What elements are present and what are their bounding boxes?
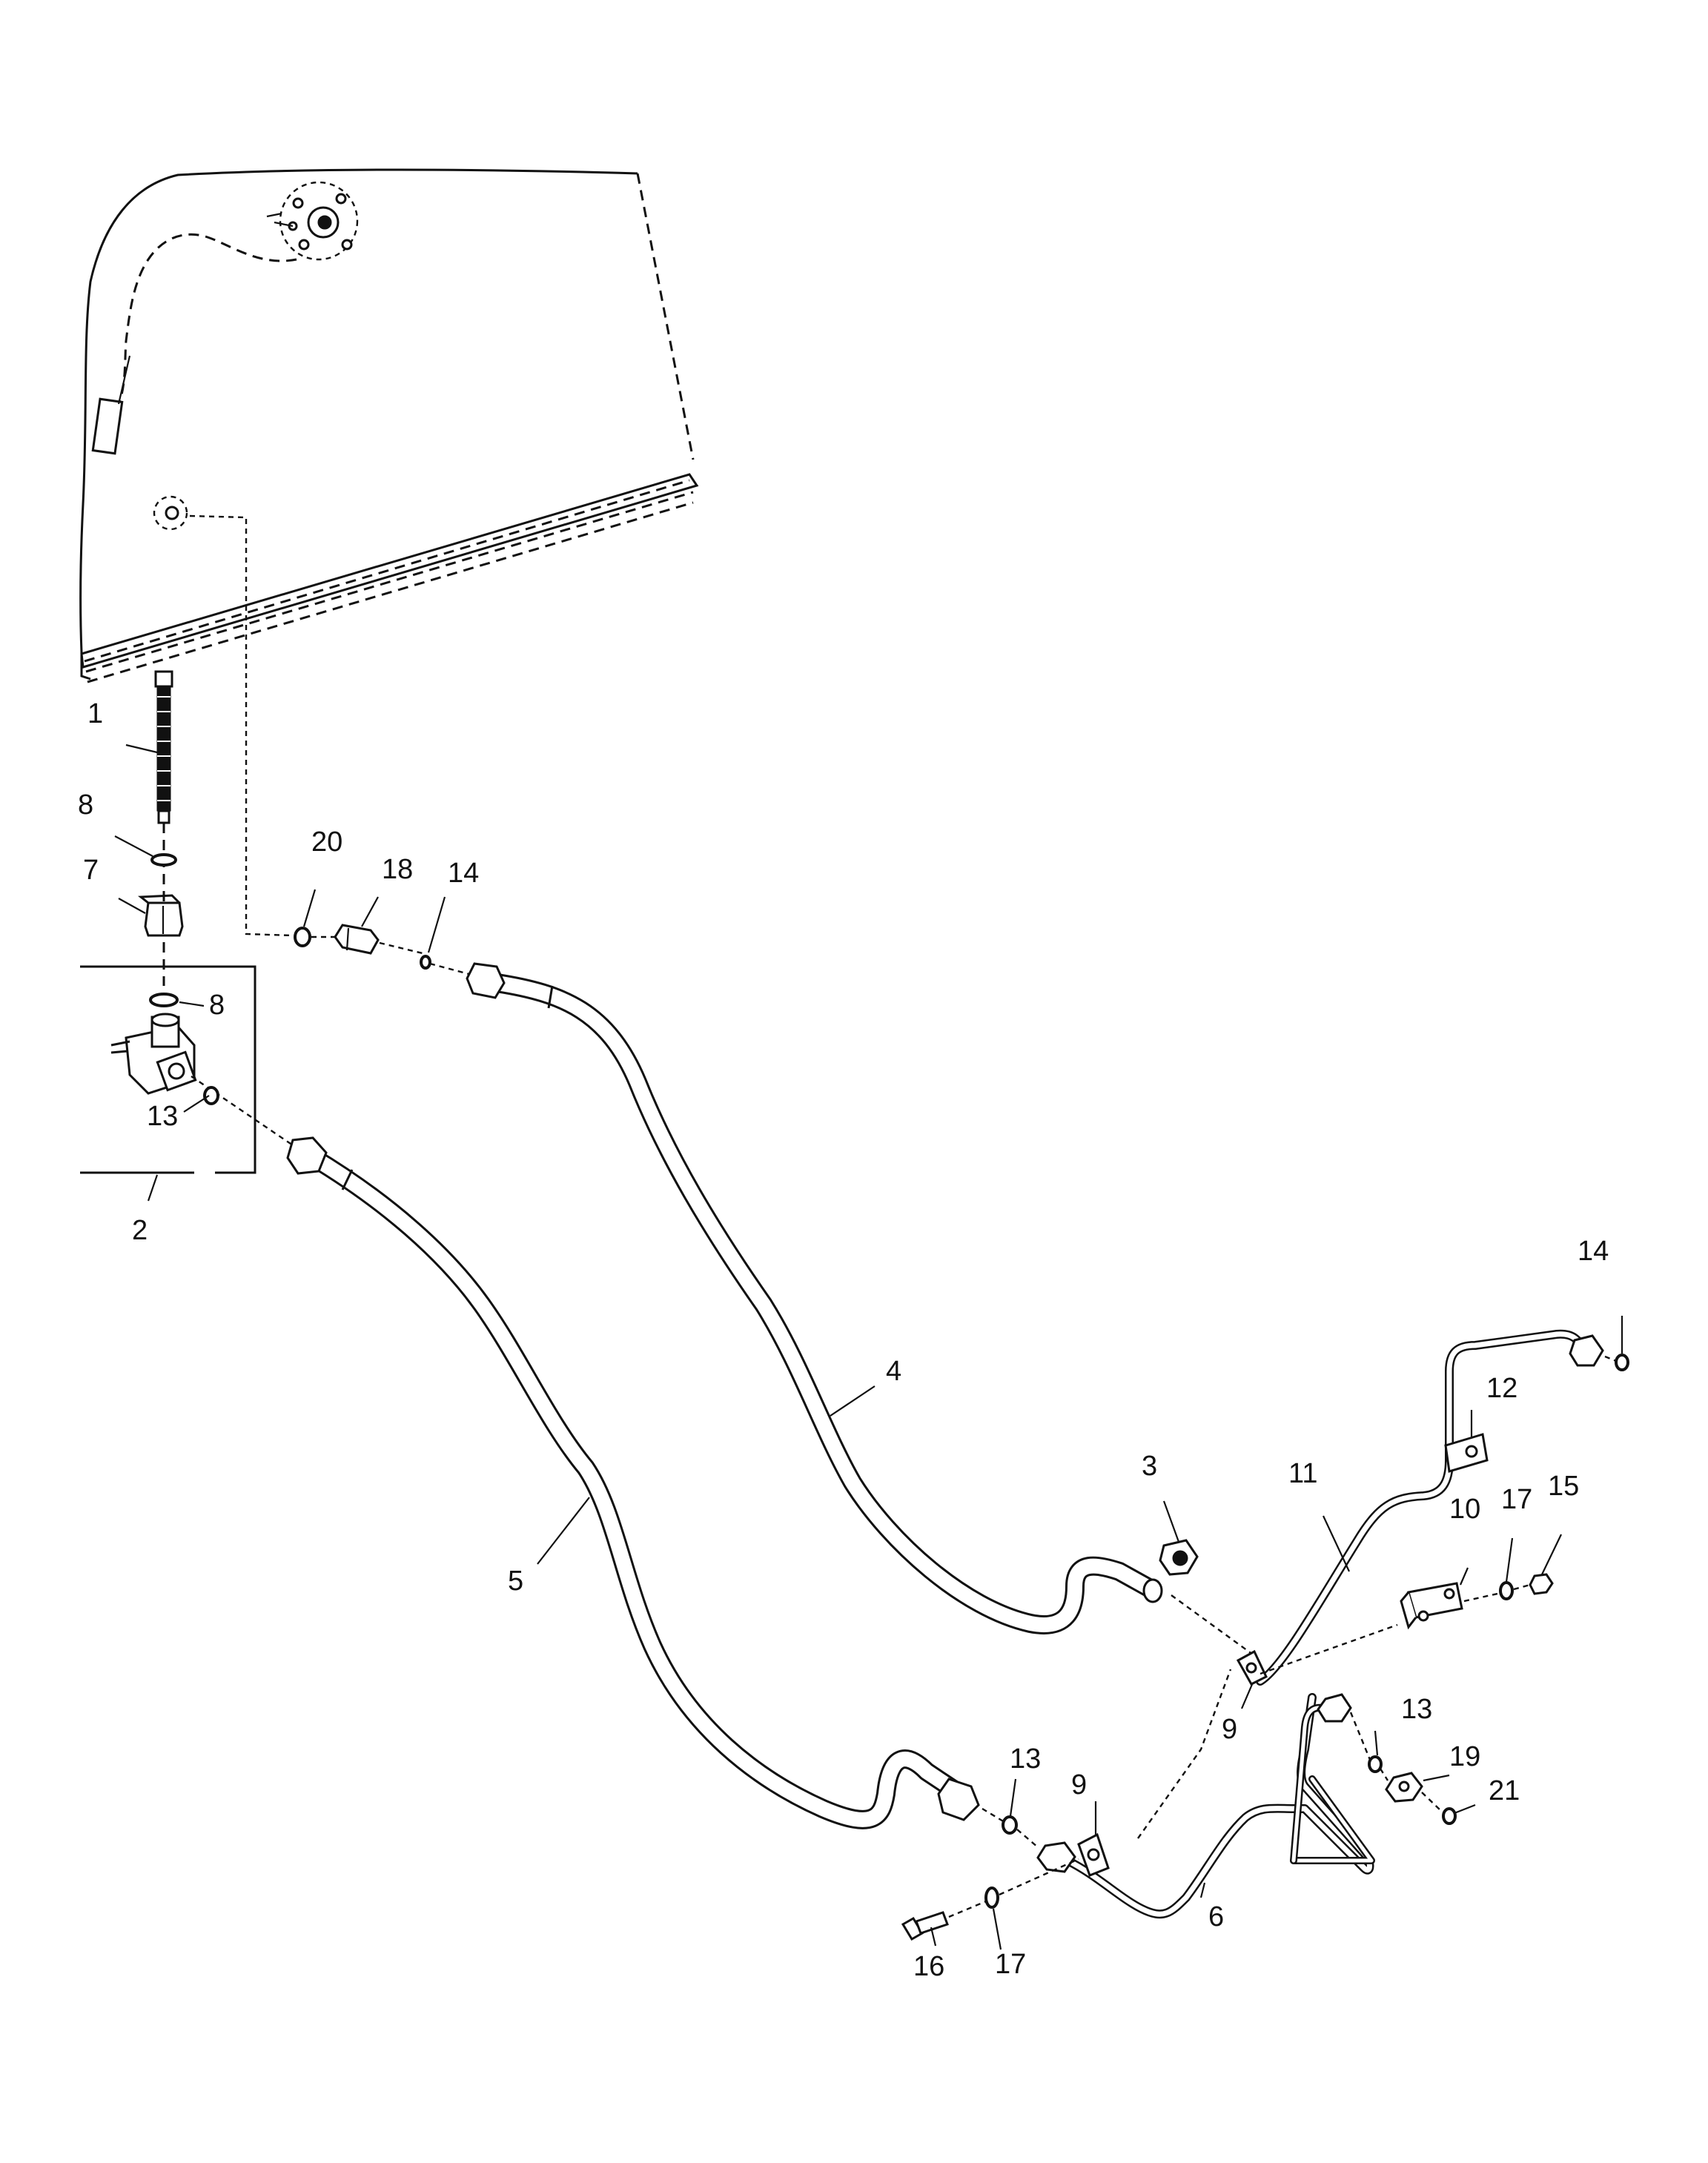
callout-6: 6 xyxy=(1208,1901,1224,1932)
callout-21: 21 xyxy=(1489,1775,1520,1806)
part-19-fitting xyxy=(1385,1772,1423,1803)
assembly-2-box xyxy=(80,965,256,1174)
leader-dash-10 xyxy=(1260,1592,1498,1675)
callout-2: 2 xyxy=(132,1215,148,1246)
part-12-clip xyxy=(1444,1433,1489,1473)
callout-7: 7 xyxy=(83,855,99,886)
leader-lines xyxy=(114,743,1623,1950)
callout-labels: 1 2 3 4 5 6 7 8 8 9 9 10 11 12 13 13 13 … xyxy=(78,698,1609,1982)
callout-14-upper: 14 xyxy=(448,858,479,889)
part-10-bracket xyxy=(1400,1582,1463,1630)
part-13-o-ring-right xyxy=(1368,1755,1383,1773)
callout-17-upper: 17 xyxy=(1501,1484,1532,1515)
part-8-o-ring-upper xyxy=(150,853,177,867)
callout-19: 19 xyxy=(1449,1741,1480,1772)
callout-14-right: 14 xyxy=(1578,1236,1609,1267)
leader-dash-14b xyxy=(1604,1355,1617,1362)
part-9-clamp-lower xyxy=(1077,1832,1110,1877)
leader-dash-16-17 xyxy=(948,1858,1079,1918)
part-14-o-ring-upper xyxy=(420,955,431,970)
callout-5: 5 xyxy=(508,1566,523,1597)
callout-8-lower: 8 xyxy=(209,990,225,1021)
leader-dash-18 xyxy=(311,935,423,955)
frame-panel xyxy=(79,168,699,683)
callout-8-upper: 8 xyxy=(78,789,93,821)
part-1-threaded-tube xyxy=(154,670,173,986)
gauge-connector xyxy=(266,181,359,261)
part-11-tube xyxy=(1256,1329,1604,1686)
part-14-o-ring-right xyxy=(1615,1354,1629,1371)
callout-17-lower: 17 xyxy=(995,1949,1026,1980)
callout-11: 11 xyxy=(1288,1458,1317,1489)
leader-dash-13 xyxy=(982,1807,1039,1848)
part-17-washer-upper xyxy=(1499,1581,1514,1600)
callout-13-right: 13 xyxy=(1401,1694,1432,1725)
part-13-o-ring-valve xyxy=(203,1086,219,1105)
bulkhead-fitting xyxy=(153,495,294,937)
valve-body xyxy=(110,1013,294,1146)
callout-20: 20 xyxy=(311,827,342,858)
callout-3: 3 xyxy=(1142,1451,1157,1482)
leader-dash-9 xyxy=(1137,1669,1232,1839)
callout-18: 18 xyxy=(382,854,413,885)
part-18-fitting xyxy=(334,924,380,955)
callout-1: 1 xyxy=(87,698,103,729)
part-8-o-ring-lower xyxy=(149,993,179,1007)
callout-10: 10 xyxy=(1449,1494,1480,1525)
leader-dash-14 xyxy=(429,962,475,977)
part-5-hose xyxy=(286,1136,980,1829)
wiring-harness xyxy=(91,233,297,455)
callout-16: 16 xyxy=(913,1951,944,1982)
part-17-washer-lower xyxy=(984,1887,999,1909)
callout-13-valve: 13 xyxy=(147,1101,178,1132)
callout-12: 12 xyxy=(1486,1373,1517,1404)
part-7-adapter xyxy=(137,894,184,937)
callout-4: 4 xyxy=(886,1356,901,1387)
callout-9-lower: 9 xyxy=(1071,1769,1087,1801)
part-4-hose xyxy=(466,962,1163,1634)
callout-9-upper: 9 xyxy=(1222,1714,1237,1745)
part-15-nut xyxy=(1529,1573,1554,1595)
part-21-o-ring xyxy=(1442,1807,1457,1825)
part-6-tube xyxy=(1036,1693,1375,1919)
part-20-o-ring xyxy=(294,927,311,947)
part-9-clamp-upper xyxy=(1236,1649,1268,1686)
part-3-plug xyxy=(1159,1539,1199,1576)
callout-15: 15 xyxy=(1548,1471,1579,1502)
part-13-o-ring-lower xyxy=(1002,1815,1018,1835)
part-16-bolt xyxy=(901,1911,949,1941)
callout-13-lower: 13 xyxy=(1010,1743,1041,1775)
leader-dash-11 xyxy=(1171,1594,1254,1655)
leader-dash-19-21 xyxy=(1349,1712,1443,1812)
leader-dash-15 xyxy=(1513,1583,1531,1591)
